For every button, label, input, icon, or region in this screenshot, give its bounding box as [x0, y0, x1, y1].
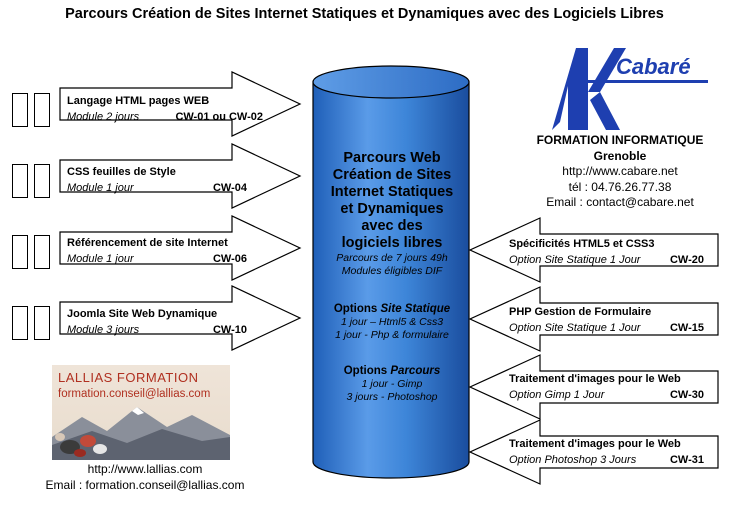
left-arrow-4 — [59, 285, 302, 351]
parcours-option-line: 3 jours - Photoshop — [346, 391, 438, 403]
parcours-options-heading: Options Parcours — [343, 365, 441, 377]
module-duration: Option Gimp 1 Jour — [509, 389, 605, 401]
right-module: PHP Gestion de Formulaire Option Site St… — [509, 304, 704, 336]
module-title: CSS feuilles de Style — [67, 166, 176, 178]
left-arrow-1 — [59, 71, 302, 137]
lallias-logo-title: LALLIAS FORMATION — [58, 370, 198, 385]
center-title-line: Internet Statiques — [330, 184, 454, 200]
module-title: Spécificités HTML5 et CSS3 — [509, 238, 655, 250]
checkbox-square — [34, 164, 50, 198]
right-arrow-4 — [468, 419, 719, 485]
module-code: CW-31 — [669, 454, 704, 466]
cabare-logo-name: Cabaré — [616, 54, 691, 79]
right-module: Traitement d'images pour le Web Option P… — [509, 436, 704, 468]
module-title: Langage HTML pages WEB — [67, 95, 210, 107]
page-title: Parcours Création de Sites Internet Stat… — [65, 6, 664, 22]
cylinder-body — [312, 81, 470, 479]
cabare-city: Grenoble — [593, 148, 647, 163]
checkbox-square — [34, 306, 50, 340]
module-duration: Module 3 jours — [67, 324, 140, 336]
module-title: Traitement d'images pour le Web — [509, 373, 681, 385]
module-duration: Module 1 jour — [67, 253, 134, 265]
module-duration: Option Photoshop 3 Jours — [509, 454, 637, 466]
module-duration: Module 1 jour — [67, 182, 134, 194]
center-subtitle-line: Modules éligibles DIF — [341, 265, 443, 277]
module-code: CW-10 — [212, 324, 247, 336]
left-module: Référencement de site Internet Module 1 … — [67, 235, 247, 267]
right-module: Traitement d'images pour le Web Option G… — [509, 371, 704, 403]
right-arrow-1 — [468, 217, 719, 283]
left-module: Langage HTML pages WEB Module 2 jours CW… — [67, 93, 263, 125]
cylinder-content: Parcours Web Création de Sites Internet … — [316, 150, 468, 404]
static-options-heading: Options Site Statique — [333, 303, 451, 315]
cylinder-top — [312, 65, 470, 99]
right-arrow-2 — [468, 286, 719, 352]
module-duration: Option Site Statique 1 Jour — [509, 254, 641, 266]
center-title-line: Parcours Web — [343, 150, 441, 166]
left-arrow-3 — [59, 215, 302, 281]
center-title-line: avec des — [361, 218, 423, 234]
module-code: CW-15 — [669, 322, 704, 334]
module-title: Joomla Site Web Dynamique — [67, 308, 218, 320]
checkbox-square — [12, 235, 28, 269]
lallias-url[interactable]: http://www.lallias.com — [87, 462, 203, 476]
center-title-line: Création de Sites — [332, 167, 452, 183]
checkbox-square — [12, 306, 28, 340]
module-code: CW-04 — [212, 182, 247, 194]
right-arrow-3 — [468, 354, 719, 420]
checkbox-square — [12, 164, 28, 198]
module-code: CW-06 — [212, 253, 247, 265]
module-duration: Option Site Statique 1 Jour — [509, 322, 641, 334]
module-duration: Module 2 jours — [67, 111, 140, 123]
checkbox-square — [34, 235, 50, 269]
lallias-logo-email: formation.conseil@lallias.com — [58, 388, 210, 400]
cabare-contact: FORMATION INFORMATIQUE Grenoble http://w… — [505, 133, 729, 211]
module-code: CW-01 ou CW-02 — [175, 111, 263, 123]
module-code: CW-30 — [669, 389, 704, 401]
module-title: Traitement d'images pour le Web — [509, 438, 681, 450]
static-option-line: 1 jour – Html5 & Css3 — [340, 316, 444, 328]
cabare-email[interactable]: Email : contact@cabare.net — [546, 195, 694, 209]
lallias-logo-art: LALLIAS FORMATION formation.conseil@lall… — [52, 370, 230, 460]
cabare-logo: Cabaré — [552, 48, 708, 130]
module-code: CW-20 — [669, 254, 704, 266]
cabare-heading: FORMATION INFORMATIQUE — [536, 133, 704, 147]
left-arrow-2 — [59, 143, 302, 209]
center-title-line: et Dynamiques — [340, 201, 444, 217]
center-title-line: logiciels libres — [341, 235, 443, 251]
left-module: Joomla Site Web Dynamique Module 3 jours… — [67, 306, 247, 338]
cabare-url[interactable]: http://www.cabare.net — [562, 164, 678, 178]
checkbox-square — [34, 93, 50, 127]
right-module: Spécificités HTML5 et CSS3 Option Site S… — [509, 236, 704, 268]
module-title: Référencement de site Internet — [67, 237, 228, 249]
module-title: PHP Gestion de Formulaire — [509, 306, 652, 318]
center-subtitle-line: Parcours de 7 jours 49h — [336, 252, 448, 264]
lallias-contact: http://www.lallias.com Email : formation… — [25, 461, 265, 493]
checkbox-square — [12, 93, 28, 127]
static-option-line: 1 jour - Php & formulaire — [335, 329, 449, 341]
parcours-option-line: 1 jour - Gimp — [361, 378, 423, 390]
lallias-logo: LALLIAS FORMATION formation.conseil@lall… — [52, 365, 230, 460]
left-module: CSS feuilles de Style Module 1 jour CW-0… — [67, 164, 247, 196]
cabare-phone: tél : 04.76.26.77.38 — [568, 179, 672, 194]
lallias-email[interactable]: Email : formation.conseil@lallias.com — [45, 478, 245, 492]
